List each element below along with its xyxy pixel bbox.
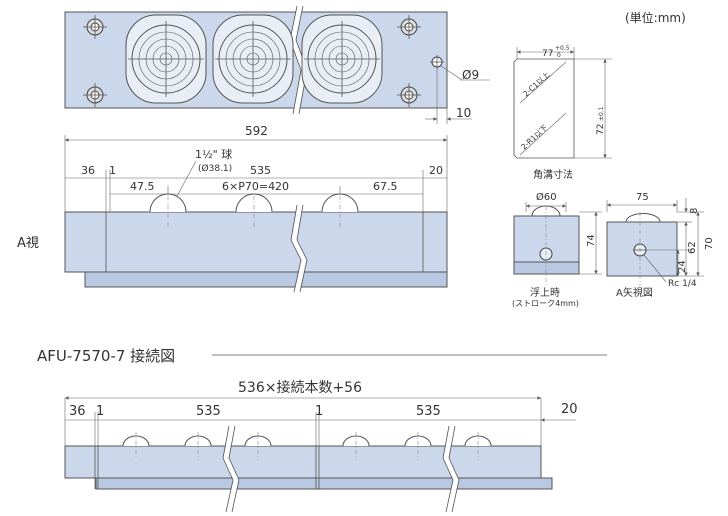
ball-size-label: 1½" 球 [195,147,232,161]
span-label: 535 [250,164,271,177]
conn-span-1: 535 [196,404,221,419]
pitch-label: 6×P70=420 [222,180,289,193]
float-view: Ø60 74 浮上時 (ストローク4mm) [512,191,602,308]
port-label: Rc 1/4 [668,279,697,289]
side-view: 75 8 62 70 24 Rc 1/4 A矢視図 [606,192,715,299]
view-a-label: A視 [17,236,39,251]
ball-unit-icon [301,14,383,104]
side-dim-8: 8 [689,208,700,214]
ball-unit-icon [212,14,294,104]
corner-height: 72 [596,124,606,135]
conn-right-margin: 20 [561,402,578,417]
conn-left-margin: 36 [69,404,86,419]
unit-note: (単位:mm) [625,10,686,25]
gap-label: 1 [109,164,116,177]
left-margin-label: 36 [81,164,95,177]
bolt-hole-icon [83,15,107,39]
hole-dim-label: Ø9 [462,68,479,82]
side-width-label: 75 [636,192,649,203]
first-pitch-label: 47.5 [130,180,155,193]
front-body [64,211,448,273]
corner-width-tol-upper: +0.5 [555,45,570,52]
side-dim-24: 24 [677,260,688,273]
float-height-label: 74 [586,234,597,247]
bolt-hole-icon [397,15,421,39]
conn-base-plate [95,477,553,490]
right-margin-label: 20 [429,164,443,177]
connection-diagram: AFU-7570-7 接続図 536×接続本数+56 36 1 535 1 53… [37,347,607,513]
front-view: 592 1½" 球 (Ø38.1) 36 1 535 20 47.5 6×P70… [17,124,448,293]
corner-detail: 77 +0.5 0 72 ±0.1 2-C1以上 2-R1以下 角溝寸法 [513,45,612,181]
side-dim-62: 62 [687,241,698,254]
last-pitch-label: 67.5 [373,180,398,193]
float-caption: 浮上時 [530,287,560,299]
bolt-hole-icon [397,83,421,107]
overall-length-label: 592 [245,124,268,138]
corner-width-tol-lower: 0 [557,52,561,59]
side-dim-70: 70 [704,237,715,250]
connection-formula: 536×接続本数+56 [238,379,362,396]
conn-gap-2: 1 [315,404,323,419]
connection-title: AFU-7570-7 接続図 [37,347,175,365]
corner-height-tol: ±0.1 [598,106,605,121]
chamfer-bottom-label: 2-R1以下 [519,123,550,152]
float-stroke-caption: (ストローク4mm) [512,299,579,308]
conn-gap-1: 1 [96,404,104,419]
top-view: Ø9 10 [64,5,490,124]
edge-dim-label: 10 [456,106,471,120]
bolt-hole-icon [83,83,107,107]
conn-body [64,445,542,479]
conn-span-2: 535 [416,404,441,419]
ball-dia-label: (Ø38.1) [198,163,232,174]
float-dia-label: Ø60 [536,191,557,203]
chamfer-top-label: 2-C1以上 [521,70,552,99]
base-plate [84,271,448,288]
air-port-icon [430,55,444,69]
corner-width: 77 [542,49,553,59]
ball-unit-icon [125,14,207,104]
corner-detail-caption: 角溝寸法 [533,168,573,181]
float-base [513,261,580,275]
side-caption: A矢視図 [616,286,653,299]
